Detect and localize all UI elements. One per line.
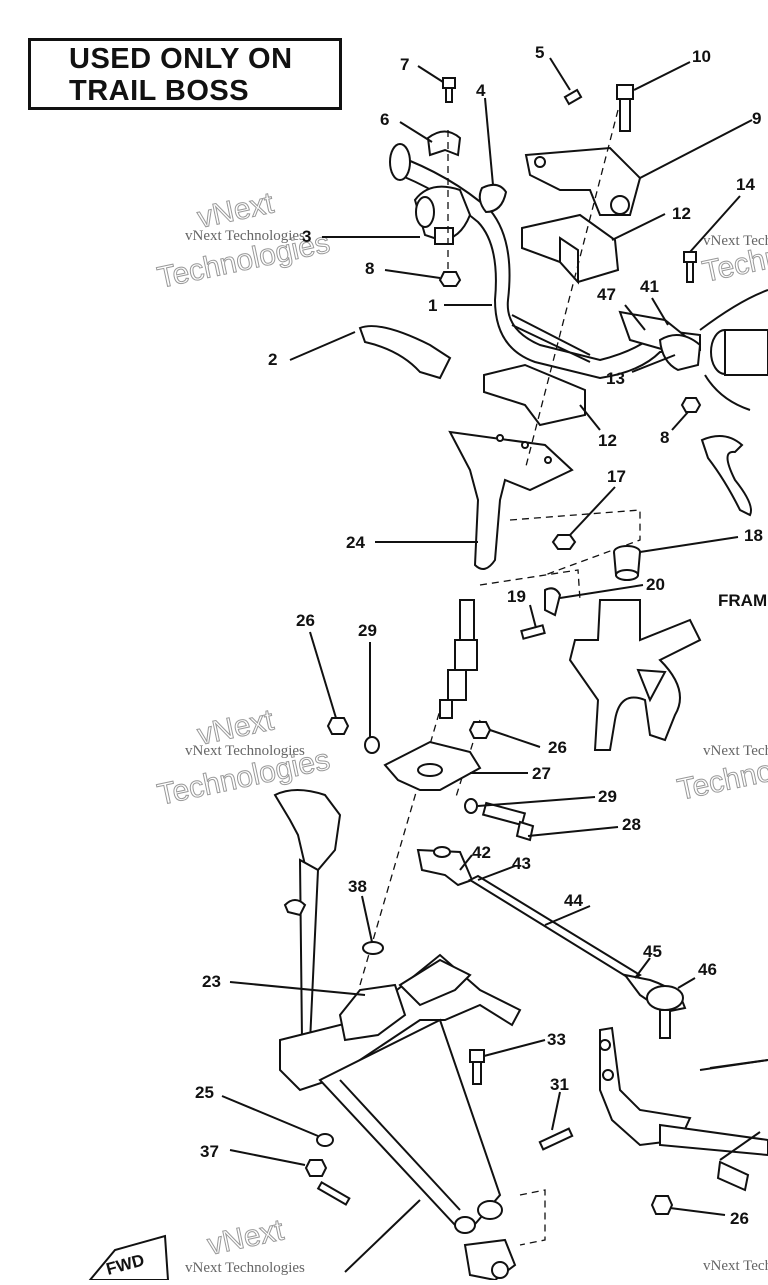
callout-26-right: 26 [548,738,567,757]
callout-8-lower: 8 [660,428,669,447]
callout-13: 13 [606,369,625,388]
callout-44: 44 [564,891,583,910]
callout-38: 38 [348,877,367,896]
callout-28: 28 [622,815,641,834]
nut-8-right [680,397,702,413]
callout-8-upper: 8 [365,259,374,278]
washer-25 [316,1133,334,1147]
bolt-28 [481,801,535,842]
callout-frame: FRAM [718,591,767,610]
callout-3: 3 [302,227,311,246]
callout-2: 2 [268,350,277,369]
callout-10: 10 [692,47,711,66]
steering-post-24 [448,430,574,570]
callout-4: 4 [476,81,486,100]
callout-43: 43 [512,854,531,873]
bolt-31 [538,1127,574,1151]
clip-part [478,183,508,214]
title-line-1: USED ONLY ON [69,43,293,75]
callout-9: 9 [752,109,761,128]
clamp-block-upper [521,213,620,285]
callout-6: 6 [380,110,389,129]
spindle-right [599,1026,768,1192]
bolt-10 [616,84,634,132]
callout-20: 20 [646,575,665,594]
callout-25: 25 [195,1083,214,1102]
callout-31: 31 [550,1075,569,1094]
clamp-part [413,185,472,245]
callout-12-lower: 12 [598,431,617,450]
washer-38 [362,941,384,955]
callout-18: 18 [744,526,763,545]
cap-part [426,130,462,157]
bolt-7 [442,77,456,103]
callout-46: 46 [698,960,717,979]
frame-fragment [568,599,702,751]
nut-26-right [468,721,492,739]
callout-29-right: 29 [598,787,617,806]
svg-text:vNext Technologies: vNext Technologies [703,233,768,249]
title-box: USED ONLY ON TRAIL BOSS [28,38,342,110]
callout-1: 1 [428,296,437,315]
nut-26-left [326,717,350,735]
callout-45: 45 [643,942,662,961]
nut-37 [304,1159,328,1177]
svg-text:vNext Technologies: vNext Technologies [703,1258,768,1274]
ball-joint-bottom [463,1238,517,1282]
callout-7: 7 [400,55,409,74]
tie-rod-44 [467,874,642,982]
callout-14: 14 [736,175,755,194]
washer-29-left [364,736,380,754]
callout-17: 17 [607,467,626,486]
callout-37: 37 [200,1142,219,1161]
callout-26-bottom: 26 [730,1209,749,1228]
watermark-right: vNext Technologies Technologies vNext Te… [674,220,768,1274]
brake-lever-right [700,435,752,517]
watermark-bottom-left: vNext vNext Technologies [185,1213,305,1276]
lock-plate-20 [520,587,562,640]
callout-47: 47 [597,285,616,304]
callout-33: 33 [547,1030,566,1049]
bolt-14 [683,251,697,283]
nut-17 [551,534,577,550]
svg-text:vNext Technologies: vNext Technologies [185,743,305,759]
steering-shaft [439,599,478,719]
callout-26-left: 26 [296,611,315,630]
clamp-block-lower [483,363,586,427]
pitman-arm-27 [383,740,482,791]
callout-27: 27 [532,764,551,783]
nut-8-upper [438,271,462,287]
svg-text:vNext Technologies: vNext Technologies [185,228,305,244]
title-line-2: TRAIL BOSS [69,75,250,107]
leader-lines [221,57,768,1273]
bolt-33 [469,1049,485,1085]
bushing-18 [613,545,641,581]
callout-29-left: 29 [358,621,377,640]
bracket-9 [524,146,642,216]
pin-part [316,1181,351,1206]
svg-text:vNext Technologies: vNext Technologies [185,1260,305,1276]
callout-42: 42 [472,843,491,862]
fwd-arrow-icon: FWD [87,1234,170,1281]
tie-rod-end-46 [622,973,687,1039]
screw-5 [563,88,583,106]
washer-29-right [464,798,478,814]
front-axle-assembly [273,789,522,1234]
svg-text:vNext: vNext [205,1213,288,1261]
callout-12-upper: 12 [672,204,691,223]
callout-19: 19 [507,587,526,606]
tie-rod-end-42 [416,846,474,887]
nut-26-bottom [650,1195,674,1215]
callout-numbers: 7 5 10 4 9 6 3 14 12 8 1 47 41 2 13 12 8… [195,43,767,1228]
grip-part [358,325,452,380]
callout-24: 24 [346,533,365,552]
svg-text:vNext Technologies: vNext Technologies [703,743,768,759]
callout-41: 41 [640,277,659,296]
callout-5: 5 [535,43,544,62]
callout-23: 23 [202,972,221,991]
